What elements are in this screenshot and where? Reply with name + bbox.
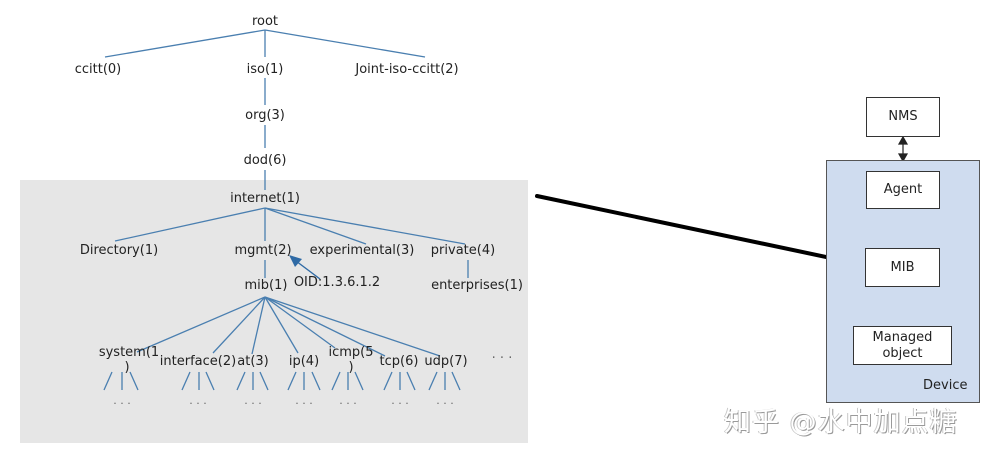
node-tcp: tcp(6): [379, 354, 419, 369]
managed-object-box: Managed object: [853, 326, 952, 365]
device-label: Device: [923, 378, 968, 393]
node-directory: Directory(1): [79, 243, 159, 258]
node-enterprises: enterprises(1): [431, 278, 523, 293]
node-dod: dod(6): [243, 153, 287, 168]
node-system-cont: ): [124, 360, 130, 375]
node-private: private(4): [430, 243, 496, 258]
oid-annotation: OID:1.3.6.1.2: [293, 275, 381, 290]
node-internet: internet(1): [230, 191, 300, 206]
node-ip: ip(4): [288, 354, 320, 369]
leaf-ellipsis: · · ·: [391, 397, 409, 410]
leaf-ellipsis: · · ·: [339, 397, 357, 410]
node-joint-iso-ccitt: Joint-iso-ccitt(2): [355, 62, 459, 77]
leaf-ellipsis: · · ·: [436, 397, 454, 410]
agent-label: Agent: [883, 182, 923, 197]
leaf-ellipsis: · · ·: [244, 397, 262, 410]
mib-label: MIB: [890, 259, 915, 275]
managed-object-label-1: Managed: [872, 329, 933, 345]
node-at: at(3): [237, 354, 269, 369]
node-mib: mib(1): [244, 278, 288, 293]
node-interface: interface(2): [159, 354, 237, 369]
node-icmp-cont: ): [348, 360, 354, 375]
leaf-ellipsis: · · ·: [189, 397, 207, 410]
managed-object-label-2: object: [882, 345, 923, 361]
node-system: system(1: [98, 345, 160, 360]
connector-line: [535, 194, 866, 267]
node-iso: iso(1): [246, 62, 284, 77]
watermark: 知乎 @水中加点糖: [724, 407, 958, 438]
nms-box: NMS: [866, 97, 940, 137]
node-mgmt: mgmt(2): [234, 243, 292, 258]
node-org: org(3): [245, 108, 285, 123]
leaf-ellipsis: · · ·: [113, 397, 131, 410]
nms-label: NMS: [888, 109, 918, 124]
node-ccitt: ccitt(0): [74, 62, 122, 77]
node-root: root: [251, 14, 279, 29]
oid-arrow: [295, 260, 321, 280]
node-icmp: icmp(5: [328, 345, 374, 360]
agent-box: Agent: [866, 171, 940, 209]
node-experimental: experimental(3): [309, 243, 415, 258]
node-udp: udp(7): [424, 354, 468, 369]
more-ellipsis: · · ·: [491, 351, 513, 366]
leaf-ellipsis: · · ·: [295, 397, 313, 410]
mib-box: MIB: [865, 248, 940, 287]
